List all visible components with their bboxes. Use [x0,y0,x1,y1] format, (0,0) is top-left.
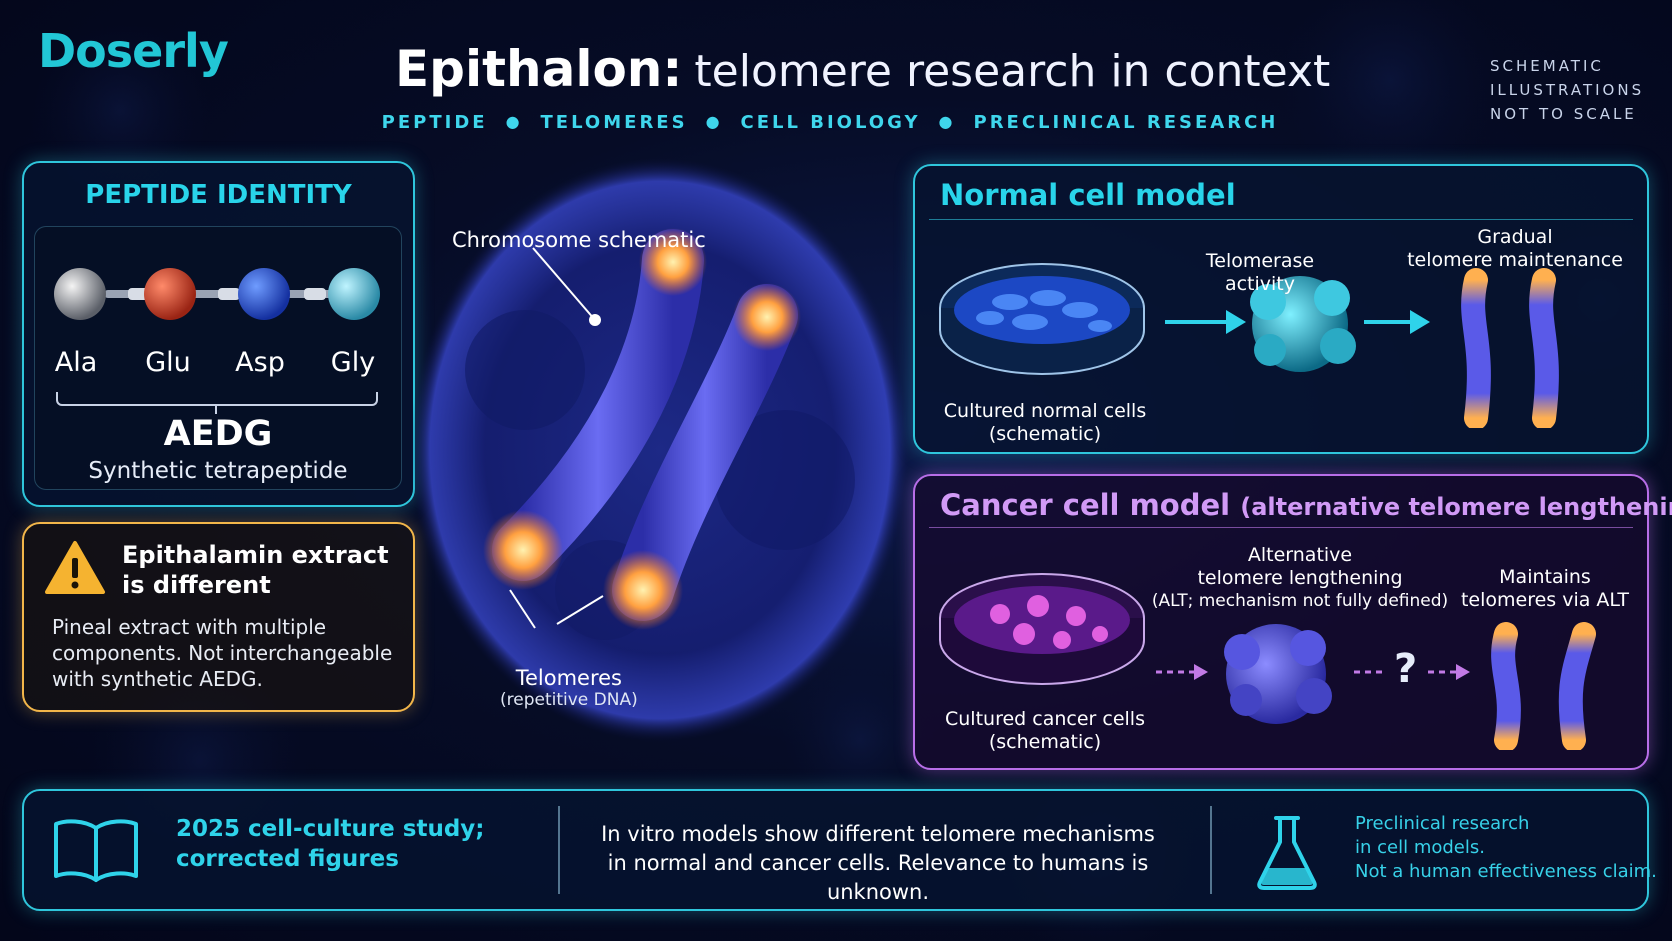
tag: PEPTIDE [381,112,488,133]
telomeres-subtitle: (repetitive DNA) [500,690,638,710]
footer-divider [1210,806,1212,894]
warning-body-line: components. Not interchangeable [52,641,393,665]
alt-mechanism-label: Alternative telomere lengthening (ALT; m… [1150,544,1450,613]
label-line: (schematic) [988,731,1102,753]
normal-flow-illustration [939,263,1559,428]
summary-line: In vitro models show different telomere … [601,822,1155,846]
sequence-bracket [56,392,378,406]
note-line: SCHEMATIC [1490,57,1604,75]
cancer-title-paren: (alternative telomere lengthening) [1240,493,1672,521]
warning-body-line: with synthetic AEDG. [52,667,263,691]
note-line: ILLUSTRATIONS [1490,81,1645,99]
label-line: (ALT; mechanism not fully defined) [1151,591,1449,611]
chromosome-label: Chromosome schematic [452,228,706,252]
warning-title: Epithalamin extract is different [122,540,402,600]
cancer-title-rule [929,527,1633,528]
telomerase-label: Telomerase activity [1190,250,1330,296]
warning-title-line: Epithalamin extract [122,541,389,569]
label-line: Cultured normal cells [943,400,1147,422]
label-line: (schematic) [988,423,1102,445]
label-line: telomeres via ALT [1460,589,1630,611]
cancer-dish-label: Cultured cancer cells (schematic) [930,708,1160,754]
label-line: Cultured cancer cells [945,708,1145,730]
label-line: Gradual [1477,226,1553,248]
study-line: corrected figures [176,846,399,872]
summary-line: in normal and cancer cells. Relevance to… [607,851,1149,904]
tag: PRECLINICAL RESEARCH [973,112,1279,133]
label-line: telomere maintenance [1407,249,1623,271]
disclaimer-line: Not a human effectiveness claim. [1355,861,1657,882]
study-line: 2025 cell-culture study; [176,816,485,842]
study-note: 2025 cell-culture study; corrected figur… [176,814,485,874]
tag-separator: ● [705,112,723,131]
flask-icon [1257,816,1317,890]
warning-triangle-icon [45,541,105,594]
brand-logo: Doserly [38,24,229,78]
amino-acid-label: Glu [145,347,191,378]
unknown-mechanism-question: ? [1394,646,1418,692]
label-line: activity [1224,273,1296,295]
disclaimer-line: Preclinical research [1355,813,1530,834]
tag-separator: ● [938,112,956,131]
alt-result-label: Maintains telomeres via ALT [1460,566,1630,612]
warning-title-line: is different [122,571,271,599]
telomeres-label: Telomeres (repetitive DNA) [500,666,638,710]
warning-body-line: Pineal extract with multiple [52,615,327,639]
normal-model-title: Normal cell model [940,178,1236,212]
note-line: NOT TO SCALE [1490,105,1637,123]
footer-summary: In vitro models show different telomere … [568,820,1188,907]
title-main: Epithalon: [395,40,683,98]
peptide-subtitle: Synthetic tetrapeptide [88,458,348,484]
cancer-flow-illustration [939,573,1596,750]
title-sub: telomere research in context [694,46,1331,97]
preclinical-disclaimer: Preclinical research in cell models. Not… [1355,812,1657,884]
tag: CELL BIOLOGY [740,112,921,133]
peptide-structure-box [34,226,402,490]
tag-separator: ● [505,112,523,131]
page-title: Epithalon:telomere research in context [395,40,1330,98]
amino-acid-label: Asp [235,347,285,378]
label-line: Alternative [1247,544,1353,566]
footer-divider [558,806,560,894]
cancer-model-title: Cancer cell model (alternative telomere … [940,488,1672,522]
amino-acid-label: Gly [330,347,376,378]
peptide-code: AEDG [163,414,273,454]
footer-panel [22,789,1649,911]
chromosome-illustration [410,158,910,742]
normal-dish-label: Cultured normal cells (schematic) [930,400,1160,446]
maintenance-label: Gradual telomere maintenance [1400,226,1630,272]
label-line: Telomerase [1205,250,1315,272]
cancer-title-main: Cancer cell model [940,488,1231,522]
normal-title-rule [929,219,1633,220]
epithalamin-warning-panel [22,522,415,712]
book-icon [54,819,138,882]
label-line: telomere lengthening [1197,567,1403,589]
amino-acid-label: Ala [54,347,98,378]
telomeres-title: Telomeres [515,666,622,690]
identity-title: PEPTIDE IDENTITY [85,180,352,210]
label-line: Maintains [1499,566,1591,588]
warning-body: Pineal extract with multiple components.… [52,614,402,692]
topic-tags: PEPTIDE ● TELOMERES ● CELL BIOLOGY ● PRE… [382,112,1276,133]
bracket-tick [215,404,217,414]
peptide-chain-icon [54,268,380,320]
tag: TELOMERES [540,112,688,133]
scale-note: SCHEMATIC ILLUSTRATIONS NOT TO SCALE [1490,54,1644,126]
disclaimer-line: in cell models. [1355,837,1485,858]
